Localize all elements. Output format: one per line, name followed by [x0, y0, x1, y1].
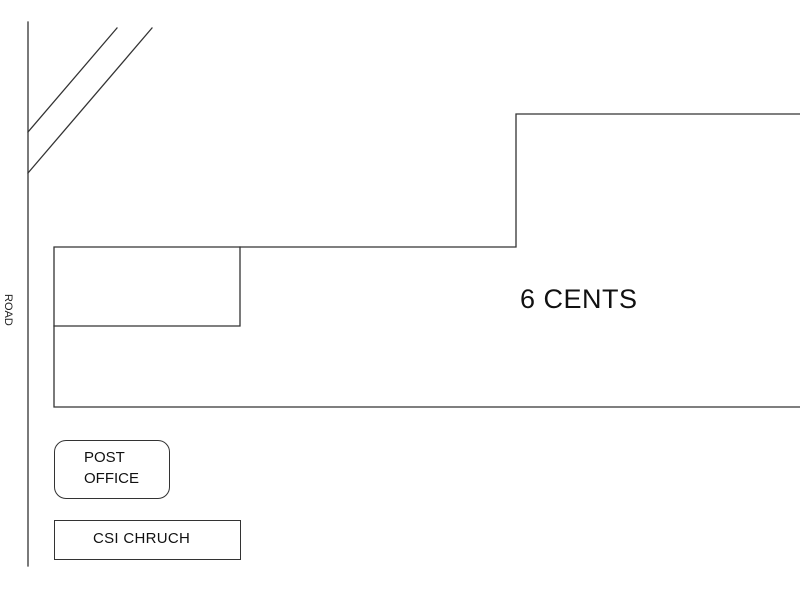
side-road-line-upper [27, 27, 118, 133]
road-label: ROAD [2, 294, 14, 326]
plot-inner-rectangle [53, 246, 241, 327]
post-office-label-line-2: OFFICE [84, 470, 139, 487]
church-label: CSI CHRUCH [93, 530, 191, 547]
plot-area-label: 6 CENTS [520, 284, 638, 314]
plot-outline [53, 113, 800, 408]
post-office-label-line-1: POST [84, 449, 125, 466]
side-road-line-lower [27, 27, 153, 174]
church-box: CSI CHRUCH [54, 520, 241, 560]
post-office-box: POST OFFICE [54, 440, 170, 499]
